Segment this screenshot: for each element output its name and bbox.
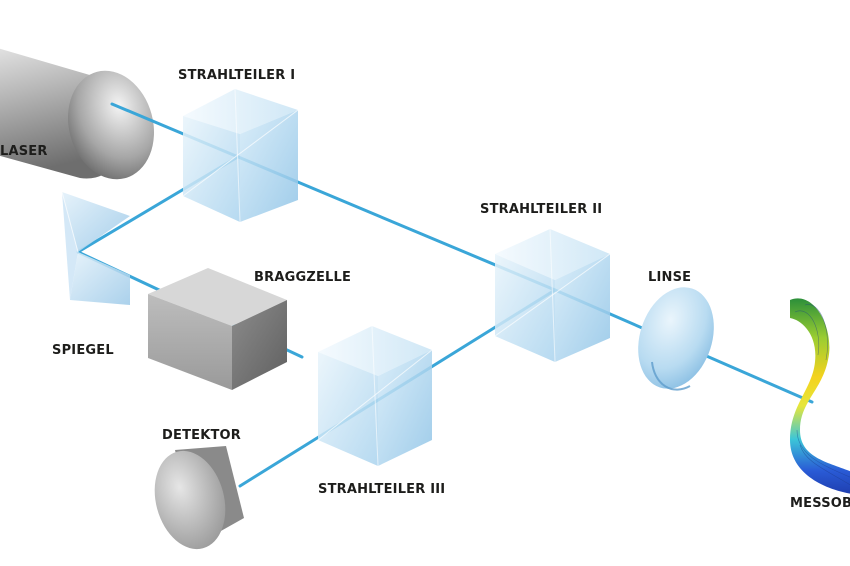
label-mirror: SPIEGEL [52, 343, 114, 358]
lens [638, 287, 714, 391]
label-lens: LINSE [648, 270, 692, 285]
laser-source [0, 48, 154, 180]
bragg-cell [148, 268, 287, 390]
label-beam-splitter-1: STRAHLTEILER I [178, 68, 296, 83]
label-beam-splitter-3: STRAHLTEILER III [318, 482, 446, 497]
beam-splitter-2 [494, 228, 611, 363]
label-measurement-object: MESSOB [790, 496, 850, 511]
beam-splitter-1 [182, 88, 299, 223]
detector [154, 446, 244, 550]
label-detector: DETEKTOR [162, 428, 242, 443]
label-laser: LASER [0, 144, 48, 159]
measurement-object [790, 298, 850, 494]
mirror-prism [61, 191, 130, 305]
label-beam-splitter-2: STRAHLTEILER II [480, 202, 603, 217]
beam-splitter-3 [317, 325, 433, 467]
label-bragg-cell: BRAGGZELLE [254, 270, 352, 285]
